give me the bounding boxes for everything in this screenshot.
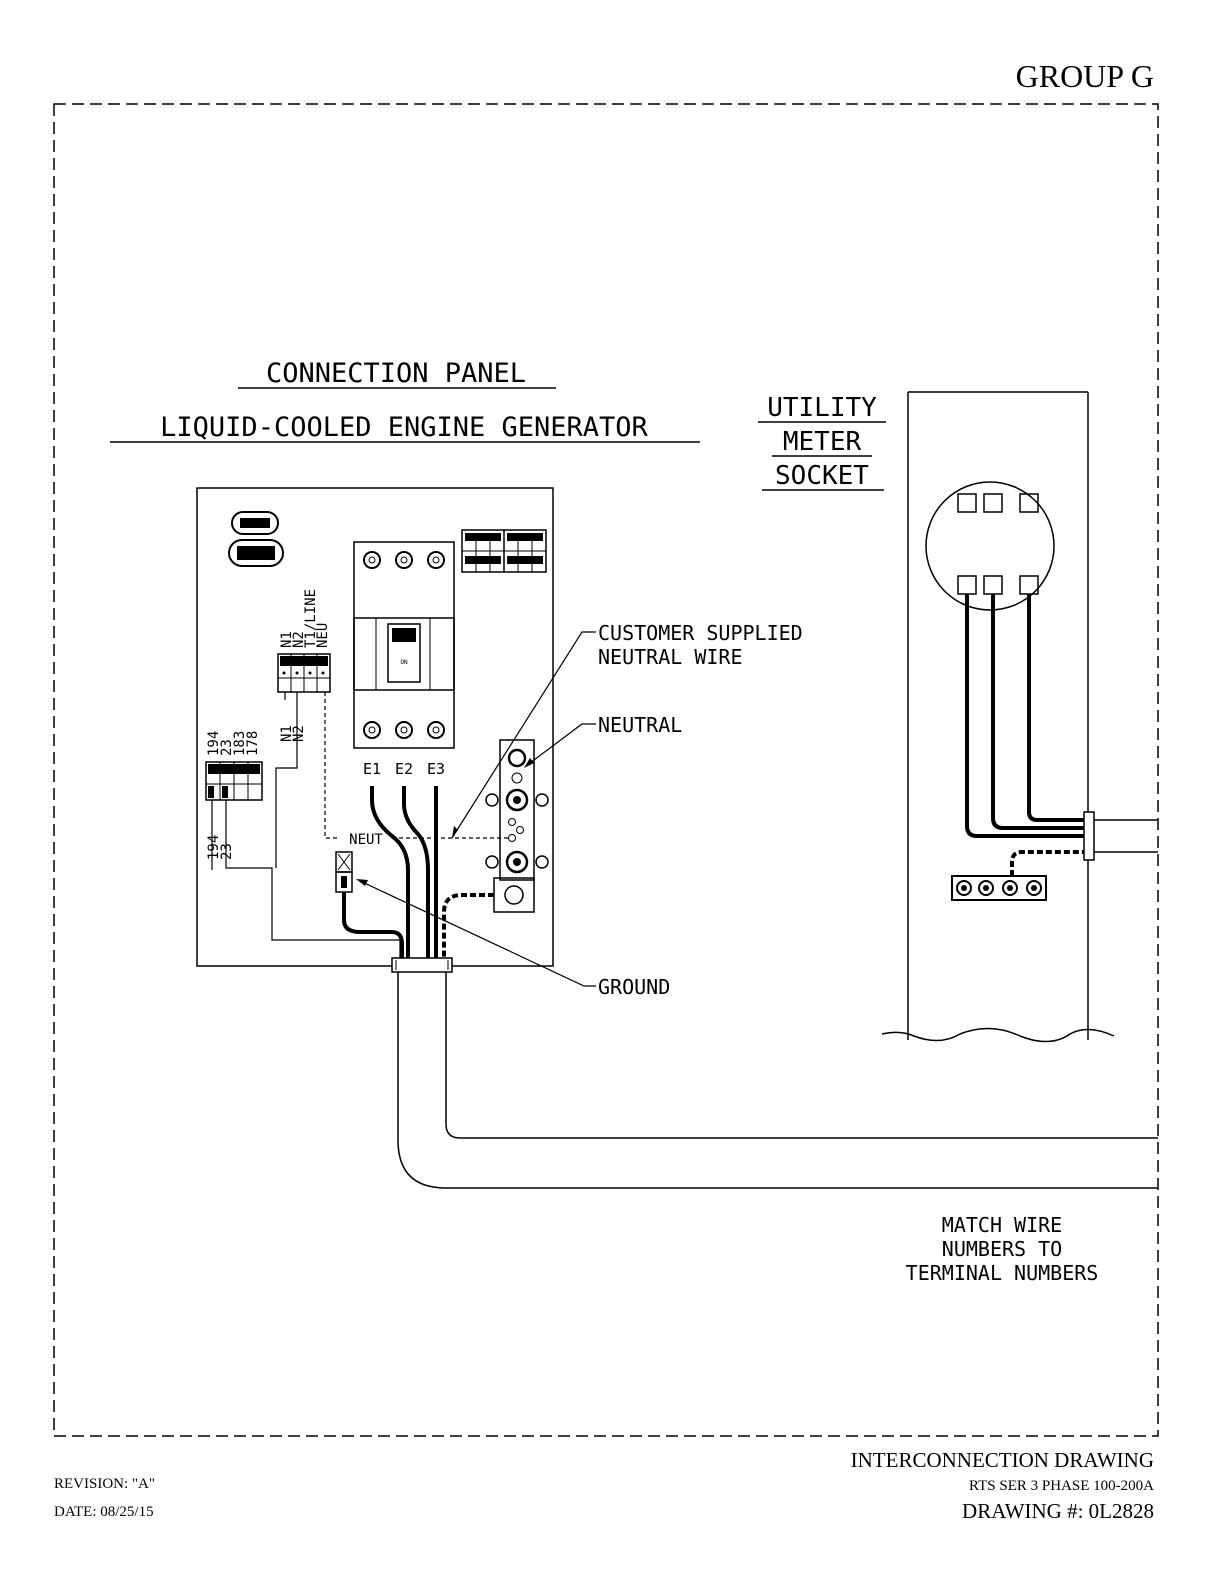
note-line-2: NUMBERS TO	[942, 1237, 1062, 1261]
conduit-fitting	[391, 957, 453, 973]
breaker-terminal-e1: E1	[363, 760, 381, 778]
comm-connector-icon	[228, 511, 284, 567]
terminal-strip-power	[277, 653, 331, 693]
neutral-bar	[485, 739, 549, 913]
terminal-label-178: 178	[245, 731, 261, 756]
meter-title-1: UTILITY	[767, 393, 877, 423]
wire-label-194: 194	[206, 835, 222, 860]
breaker-terminal-e3: E3	[427, 760, 445, 778]
meter-conduit-fitting	[1083, 811, 1095, 861]
terminal-strip-right	[461, 529, 547, 573]
neutral-wire-dashed	[324, 692, 340, 839]
ground-lug	[335, 851, 353, 893]
neutral-leader	[525, 723, 596, 767]
terminal-label-n1: N1	[279, 631, 295, 648]
terminal-label-194: 194	[206, 731, 222, 756]
breaker-on-label: ON	[400, 659, 408, 666]
ground-leader	[357, 879, 596, 987]
revision-label: REVISION: "A"	[54, 1476, 155, 1492]
wire-label-n2: N2	[291, 725, 307, 742]
conduit-run	[397, 972, 1158, 1189]
connection-panel	[196, 487, 554, 967]
note-line-3: TERMINAL NUMBERS	[906, 1261, 1099, 1285]
terminal-label-183: 183	[232, 731, 248, 756]
callout-neutral: NEUTRAL	[598, 713, 682, 737]
terminal-label-n2: N2	[291, 631, 307, 648]
wire-label-23: 23	[219, 843, 235, 860]
group-label: GROUP G	[1015, 58, 1154, 94]
terminal-label-t1-line: T1/LINE	[303, 589, 319, 648]
date-label: DATE: 08/25/15	[54, 1504, 154, 1520]
drawing-subtitle: RTS SER 3 PHASE 100-200A	[969, 1478, 1154, 1494]
breaker-terminal-e2: E2	[395, 760, 413, 778]
note-line-1: MATCH WIRE	[942, 1213, 1062, 1237]
meter-socket	[881, 391, 1115, 1043]
terminal-strip-control	[205, 761, 263, 801]
callout-ground: GROUND	[598, 975, 670, 999]
callout-customer-neutral-2: NEUTRAL WIRE	[598, 645, 743, 669]
circuit-breaker: ON	[353, 541, 455, 749]
neut-label: NEUT	[349, 832, 383, 848]
drawing-border	[53, 103, 1159, 1437]
drawing-title: INTERCONNECTION DRAWING	[850, 1448, 1154, 1472]
terminal-label-23: 23	[219, 739, 235, 756]
customer-neutral-leader	[451, 631, 596, 839]
panel-title: CONNECTION PANEL	[266, 358, 526, 389]
meter-title-3: SOCKET	[775, 461, 869, 491]
drawing-number: DRAWING #: 0L2828	[962, 1499, 1154, 1523]
meter-title-2: METER	[783, 427, 862, 457]
terminal-label-neu: NEU	[315, 623, 331, 648]
callout-customer-neutral-1: CUSTOMER SUPPLIED	[598, 621, 803, 645]
meter-neutral-bar	[951, 875, 1047, 901]
panel-subtitle: LIQUID-COOLED ENGINE GENERATOR	[160, 412, 648, 443]
wire-label-n1: N1	[279, 725, 295, 742]
